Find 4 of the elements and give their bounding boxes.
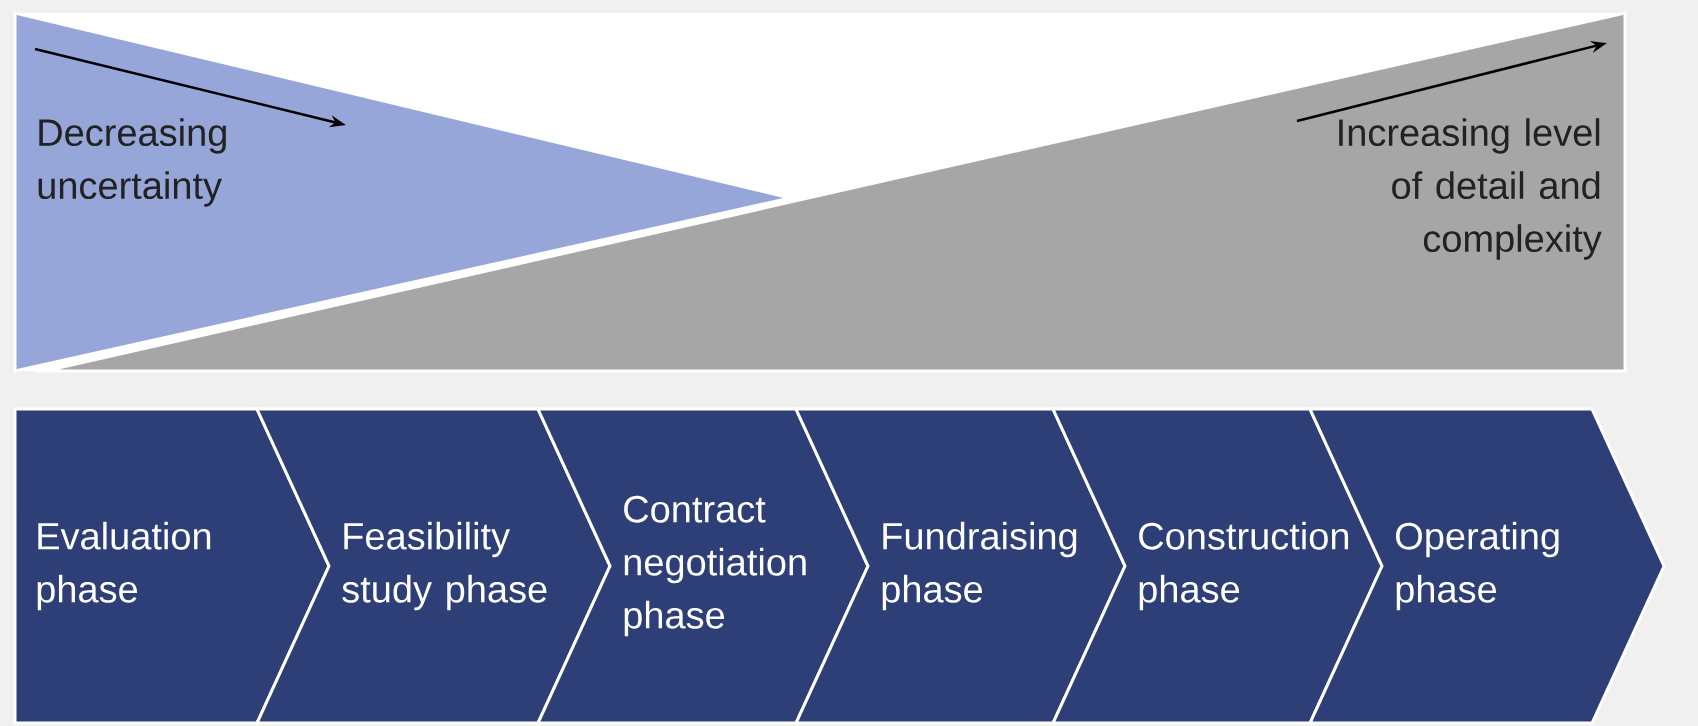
chevron-step: Evaluation phase [13, 407, 331, 725]
node-label: Evaluation phase [37, 521, 211, 611]
chevron-step: Feasibility study phase [254, 407, 612, 725]
node-label: Operating phase [1396, 521, 1559, 611]
